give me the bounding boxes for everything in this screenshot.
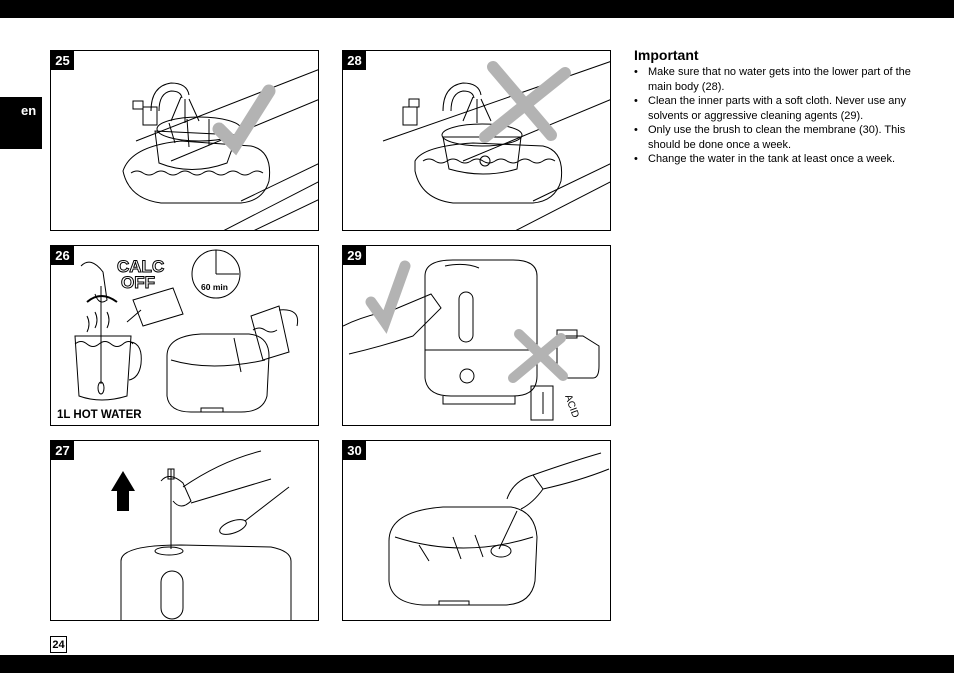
important-list: Make sure that no water gets into the lo… xyxy=(634,65,924,167)
top-bar xyxy=(0,0,954,18)
panel-27: 27 xyxy=(50,440,319,621)
panel-29: ACID 29 xyxy=(342,245,611,426)
list-item: Only use the brush to clean the membrane… xyxy=(634,123,924,152)
important-section: Important Make sure that no water gets i… xyxy=(634,47,924,167)
panel-number: 29 xyxy=(343,246,366,265)
panel-28: 28 xyxy=(342,50,611,231)
sink-rinse-illustration xyxy=(122,69,318,230)
cloth-cleaning-illustration: ACID xyxy=(343,259,600,421)
list-item: Change the water in the tank at least on… xyxy=(634,152,924,167)
panel-number: 26 xyxy=(51,246,74,265)
panel-26: CALC OFF 60 min 1L HOT WATER 26 xyxy=(50,245,319,426)
calc-label: CALC xyxy=(117,257,164,276)
membrane-removal-illustration xyxy=(111,450,292,620)
page-number: 24 xyxy=(50,636,67,653)
up-arrow-icon xyxy=(111,471,135,511)
bottom-bar xyxy=(0,655,954,673)
descaling-illustration: CALC OFF 60 min xyxy=(74,249,299,413)
panel-number: 28 xyxy=(343,51,366,70)
panel-number: 30 xyxy=(343,441,366,460)
panel-25: 25 xyxy=(50,50,319,231)
timer-label: 60 min xyxy=(201,282,228,292)
check-mark-icon xyxy=(365,260,411,334)
language-tab: en xyxy=(0,97,42,149)
sink-immersion-illustration xyxy=(382,61,610,230)
panel-number: 25 xyxy=(51,51,74,70)
cross-mark-icon xyxy=(479,61,571,143)
list-item: Clean the inner parts with a soft cloth.… xyxy=(634,94,924,123)
cross-mark-icon xyxy=(508,329,568,383)
acid-label: ACID xyxy=(562,393,581,419)
important-heading: Important xyxy=(634,47,699,63)
brush-cleaning-illustration xyxy=(388,452,610,606)
hot-water-label: 1L HOT WATER xyxy=(57,409,142,421)
off-label: OFF xyxy=(121,273,155,292)
language-label: en xyxy=(21,103,37,118)
check-mark-icon xyxy=(212,84,276,156)
panel-number: 27 xyxy=(51,441,74,460)
panel-30: 30 xyxy=(342,440,611,621)
list-item: Make sure that no water gets into the lo… xyxy=(634,65,924,94)
